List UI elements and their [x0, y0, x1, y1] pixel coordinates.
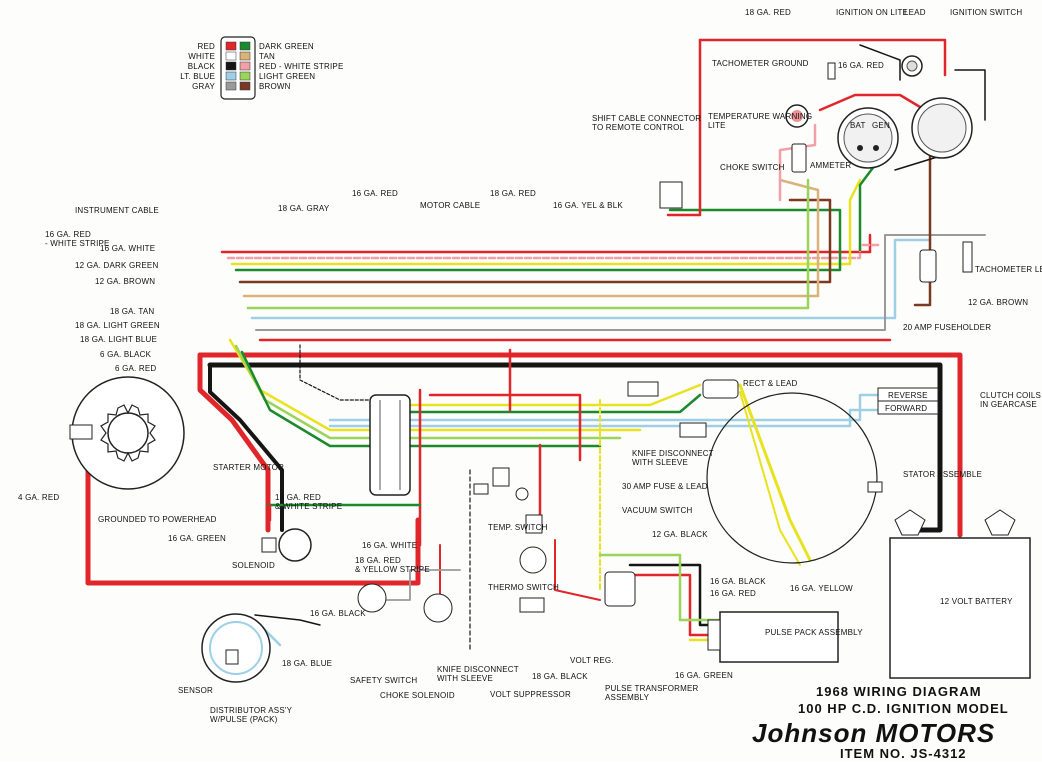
label-pulse-pack: PULSE PACK ASSEMBLY — [765, 628, 863, 637]
legend-left-4: GRAY — [192, 82, 215, 91]
label-18ga-red-yel: 18 GA. RED& YELLOW STRIPE — [355, 556, 430, 574]
label-safety-switch: SAFETY SWITCH — [350, 676, 417, 685]
brand-logo: Johnson MOTORS — [752, 718, 995, 748]
legend-left-1: WHITE — [188, 52, 215, 61]
wire-harness — [85, 38, 986, 651]
connector-legend — [220, 36, 256, 100]
label-16ga-white: 16 GA. WHITE — [100, 244, 155, 253]
label-18ga-blue: 18 GA. BLUE — [282, 659, 332, 668]
label-tachometer-lead: TACHOMETER LEAD — [975, 265, 1042, 274]
legend-left-0: RED — [198, 42, 216, 51]
label-rect-lead: RECT & LEAD — [743, 379, 798, 388]
label-18ga-light-green: 18 GA. LIGHT GREEN — [75, 321, 160, 330]
label-temp-switch: TEMP. SWITCH — [488, 523, 548, 532]
label-16ga-yellow: 16 GA. YELLOW — [790, 584, 853, 593]
stator — [706, 387, 939, 564]
legend-right-4: BROWN — [259, 82, 291, 91]
label-sensor: SENSOR — [178, 686, 213, 695]
label-battery: 12 VOLT BATTERY — [940, 597, 1013, 606]
connector-legend-text: RED WHITE BLACK LT. BLUE GRAY DARK GREEN… — [180, 42, 343, 91]
label-16ga-black-mid: 16 GA. BLACK — [710, 577, 766, 586]
label-16ga-red-white: 16 GA. RED- WHITE STRIPE — [45, 230, 110, 248]
label-18ga-red-top: 18 GA. RED — [745, 8, 791, 17]
title-line-2: 100 HP C.D. IGNITION MODEL — [798, 701, 1009, 716]
lower-components — [201, 467, 839, 683]
label-fuseholder: 20 AMP FUSEHOLDER — [903, 323, 991, 332]
label-30-amp-fuse: 30 AMP FUSE & LEAD — [622, 482, 708, 491]
label-volt-reg: VOLT REG. — [570, 656, 614, 665]
legend-right-3: LIGHT GREEN — [259, 72, 315, 81]
label-instrument-cable: INSTRUMENT CABLE — [75, 206, 159, 215]
label-solenoid: SOLENOID — [232, 561, 275, 570]
battery — [889, 509, 1031, 679]
starter-motor — [69, 376, 185, 490]
label-forward: FORWARD — [885, 404, 927, 413]
label-ignition-switch: IGNITION SWITCH — [950, 8, 1022, 17]
label-stator-assembly: STATOR ASSEMBLE — [903, 470, 982, 479]
label-motor-cable: MOTOR CABLE — [420, 201, 480, 210]
label-16ga-yel-blk: 16 GA. YEL & BLK — [553, 201, 623, 210]
label-6ga-red: 6 GA. RED — [115, 364, 156, 373]
legend-left-2: BLACK — [188, 62, 216, 71]
component-labels: 18 GA. RED IGNITION ON LITE LEAD IGNITIO… — [18, 8, 1042, 724]
label-choke-solenoid: CHOKE SOLENOID — [380, 691, 455, 700]
label-16ga-red-mid: 16 GA. RED — [710, 589, 756, 598]
label-thermo-switch: THERMO SWITCH — [488, 583, 559, 592]
label-18ga-tan: 18 GA. TAN — [110, 307, 154, 316]
item-number: ITEM NO. JS-4312 — [840, 746, 967, 761]
label-grounded: GROUNDED TO POWERHEAD — [98, 515, 217, 524]
label-4ga-red: 4 GA. RED — [18, 493, 59, 502]
label-6ga-black: 6 GA. BLACK — [100, 350, 152, 359]
label-16ga-white-sol: 16 GA. WHITE — [362, 541, 417, 550]
legend-right-2: RED - WHITE STRIPE — [259, 62, 344, 71]
terminal-block — [369, 379, 739, 496]
label-vacuum-switch: VACUUM SWITCH — [622, 506, 692, 515]
label-16ga-black-dist: 16 GA. BLACK — [310, 609, 366, 618]
label-ammeter: AMMETER — [810, 161, 851, 170]
label-16ga-red-tach: 16 GA. RED — [838, 61, 884, 70]
label-18ga-black: 18 GA. BLACK — [532, 672, 588, 681]
label-18ga-light-blue: 18 GA. LIGHT BLUE — [80, 335, 157, 344]
label-choke-switch: CHOKE SWITCH — [720, 163, 785, 172]
label-gen: GEN — [872, 121, 890, 130]
dashboard-components — [659, 55, 973, 283]
label-bat: BAT — [850, 121, 866, 130]
title-block: 1968 WIRING DIAGRAM 100 HP C.D. IGNITION… — [752, 684, 1009, 761]
label-12ga-brown: 12 GA. BROWN — [95, 277, 155, 286]
label-18ga-gray: 18 GA. GRAY — [278, 204, 330, 213]
label-12ga-dark-green: 12 GA. DARK GREEN — [75, 261, 158, 270]
label-18ga-red-white-stripe: 18 GA. RED& WHITE STRIPE — [275, 493, 342, 511]
label-reverse: REVERSE — [888, 391, 928, 400]
legend-right-0: DARK GREEN — [259, 42, 314, 51]
label-tachometer-ground: TACHOMETER GROUND — [712, 59, 809, 68]
legend-right-1: TAN — [259, 52, 275, 61]
label-lead: LEAD — [904, 8, 926, 17]
label-starter-motor: STARTER MOTOR — [213, 463, 284, 472]
label-12ga-black: 12 GA. BLACK — [652, 530, 708, 539]
legend-left-3: LT. BLUE — [180, 72, 215, 81]
label-16ga-red-top: 16 GA. RED — [352, 189, 398, 198]
label-18ga-red-mid: 18 GA. RED — [490, 189, 536, 198]
title-line-1: 1968 WIRING DIAGRAM — [816, 684, 982, 699]
label-ignition-on-lite: IGNITION ON LITE — [836, 8, 908, 17]
label-16ga-green: 16 GA. GREEN — [168, 534, 226, 543]
label-16ga-green-pp: 16 GA. GREEN — [675, 671, 733, 680]
label-12ga-brown-r: 12 GA. BROWN — [968, 298, 1028, 307]
label-volt-suppressor: VOLT SUPPRESSOR — [490, 690, 571, 699]
